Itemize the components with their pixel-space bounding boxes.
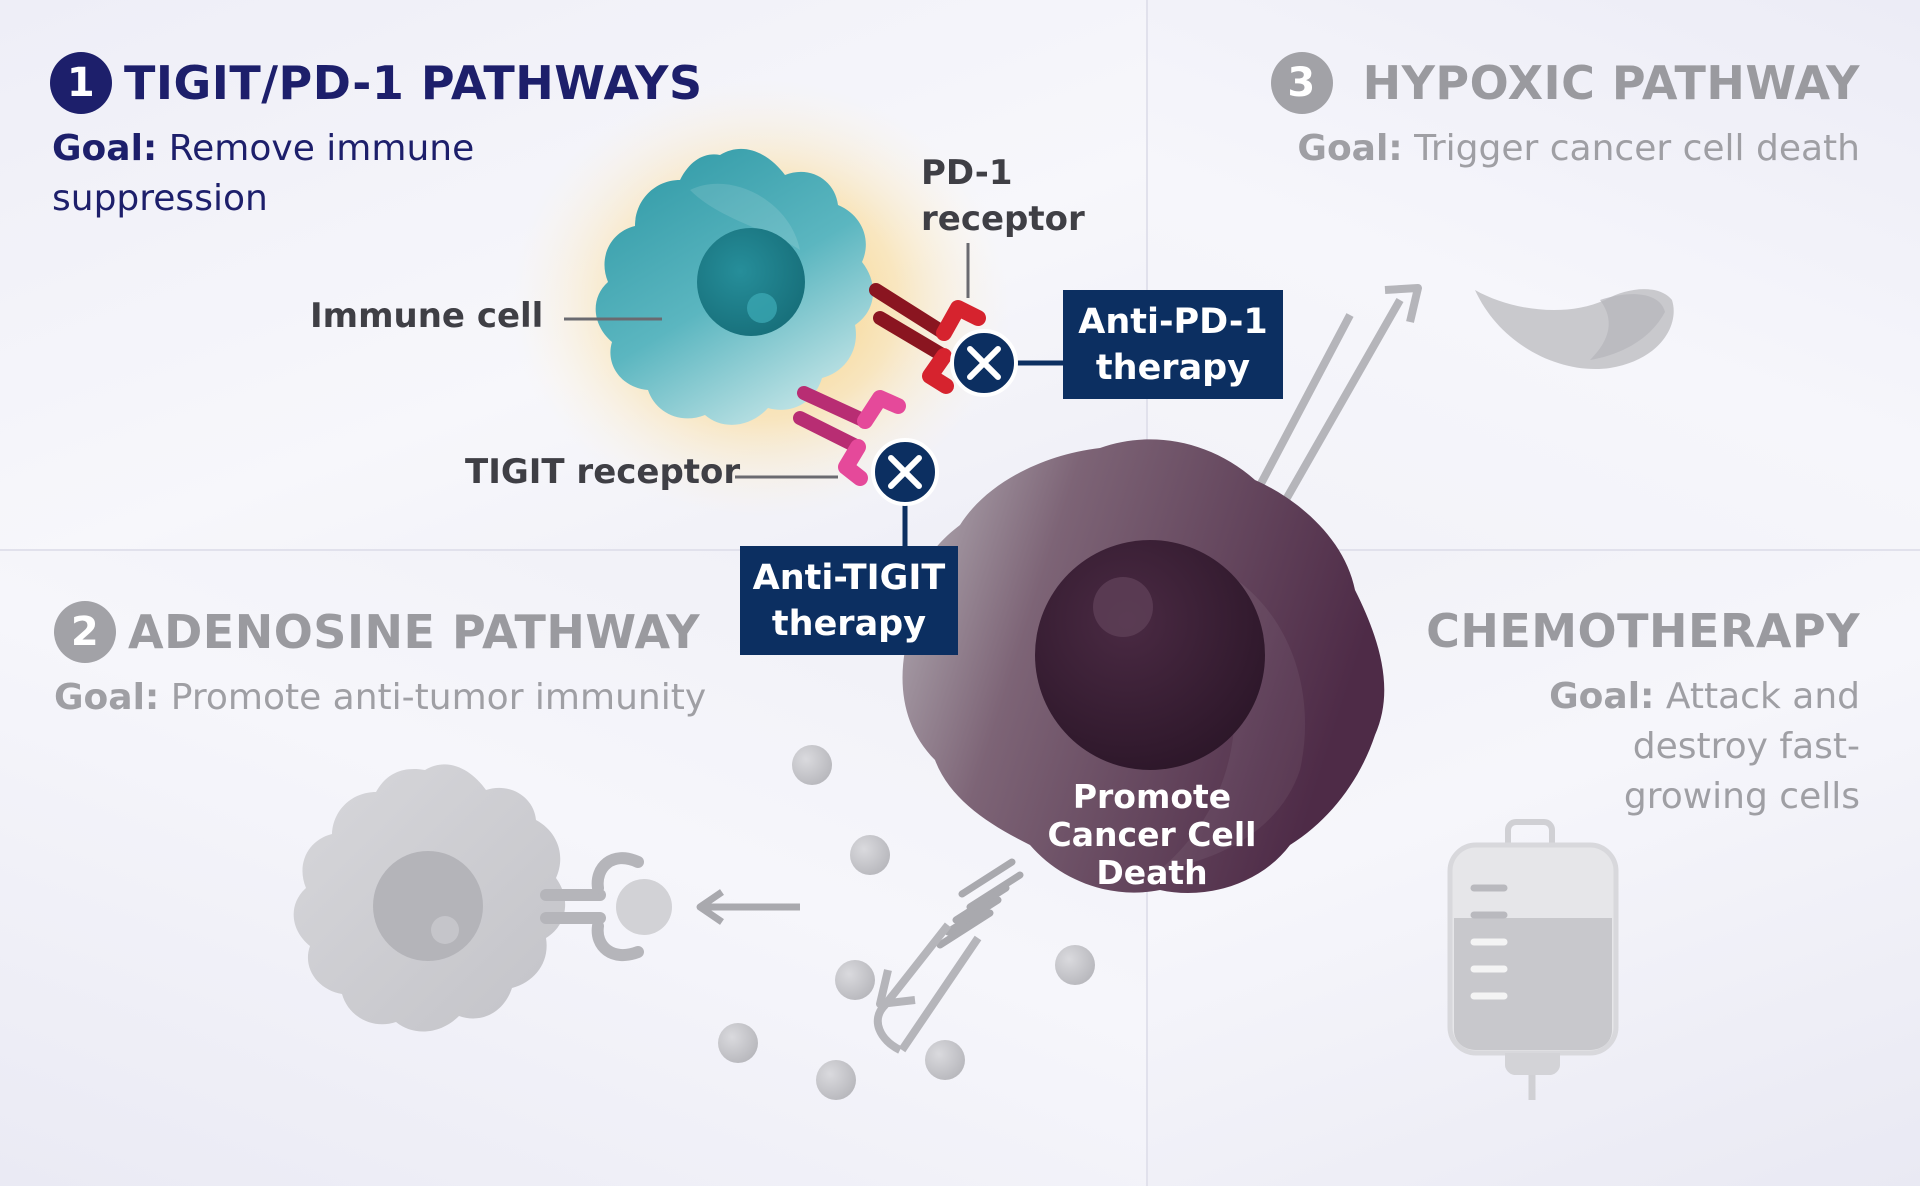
goal-label: Goal: <box>1297 128 1403 169</box>
immune-cell-nucleus <box>697 228 805 336</box>
goal-label: Goal: <box>54 677 160 718</box>
section-heading-chemotherapy: CHEMOTHERAPY <box>1426 604 1860 658</box>
arrow-left-icon <box>696 889 800 925</box>
immune-cell-nucleolus <box>747 293 777 323</box>
section-title: CHEMOTHERAPY <box>1426 604 1860 658</box>
pd1-receptor-label: PD-1 receptor <box>921 153 1085 239</box>
goal-text: Promote anti-tumor immunity <box>170 677 707 718</box>
anti-tigit-line1: Anti-TIGIT <box>752 557 946 598</box>
tigit-receptor-label: TIGIT receptor <box>465 452 741 492</box>
section-heading-hypoxic: 3 HYPOXIC PATHWAY <box>1270 52 1860 114</box>
block-x-icon <box>950 329 1018 397</box>
anti-pd1-line1: Anti-PD-1 <box>1078 301 1268 342</box>
anti-pd1-line2: therapy <box>1095 347 1251 388</box>
section-number-badge: 2 <box>54 601 116 663</box>
adenosine-receptor-shape <box>540 852 672 962</box>
section-number-badge: 1 <box>50 52 112 114</box>
section-title: HYPOXIC PATHWAY <box>1362 56 1860 110</box>
section-title: ADENOSINE PATHWAY <box>128 605 701 659</box>
anti-tigit-line2: therapy <box>771 603 927 644</box>
anti-tigit-therapy-box: Anti-TIGIT therapy <box>740 546 958 655</box>
immune-cell-label: Immune cell <box>310 296 544 336</box>
section-heading-tigit-pd1: 1 TIGIT/PD-1 PATHWAYS <box>50 52 703 114</box>
pd1-receptor-shape <box>869 283 986 394</box>
section-goal-tigit-pd1: Goal: Remove immune suppression <box>52 124 482 224</box>
section-heading-adenosine: 2 ADENOSINE PATHWAY <box>54 601 700 663</box>
grey-immune-nucleolus <box>431 916 459 944</box>
cancer-cell-highlight <box>1160 560 1306 870</box>
promote-cancer-cell-death-label: Promote Cancer Cell Death <box>1047 777 1257 892</box>
goal-text: Attack and destroy fast-growing cells <box>1623 676 1860 817</box>
goal-text: Trigger cancer cell death <box>1414 128 1860 169</box>
adenosine-coil <box>936 858 1024 949</box>
tigit-receptor-shape <box>793 386 906 486</box>
section-number-badge: 3 <box>1270 52 1333 114</box>
anti-pd1-therapy-box: Anti-PD-1 therapy <box>1063 290 1283 399</box>
goal-label: Goal: <box>1549 676 1655 717</box>
section-goal-chemotherapy: Goal: Attack and destroy fast-growing ce… <box>1530 672 1860 822</box>
cancer-cell-nucleus <box>1035 540 1265 770</box>
goal-label: Goal: <box>52 128 158 169</box>
goal-text: Remove immune suppression <box>52 128 475 219</box>
adenosine-return-arrow <box>873 922 982 1054</box>
cancer-cell-nucleolus <box>1093 577 1153 637</box>
adenosine-molecules <box>718 745 1095 1100</box>
block-x-icon <box>871 438 939 506</box>
section-title: TIGIT/PD-1 PATHWAYS <box>124 56 703 110</box>
section-goal-hypoxic: Goal: Trigger cancer cell death <box>1297 124 1860 174</box>
hypoxia-cell-shade <box>1590 294 1665 360</box>
section-goal-adenosine: Goal: Promote anti-tumor immunity <box>54 673 706 723</box>
iv-bag-icon <box>1447 819 1619 1100</box>
grey-immune-nucleus <box>373 851 483 961</box>
